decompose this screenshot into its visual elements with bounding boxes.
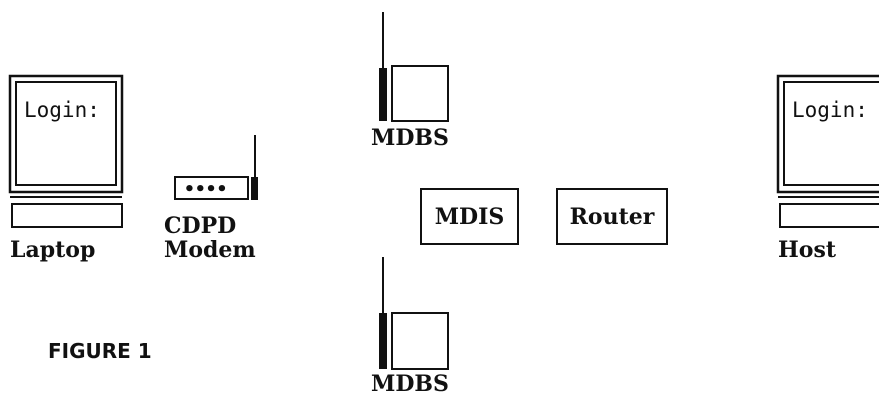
host-monitor [776,74,879,194]
router-node: Router [556,188,668,245]
mdis-label: MDIS [435,204,505,230]
host-screen [783,81,879,186]
modem-box [174,176,249,200]
mdbs-bottom-label: MDBS [371,371,449,395]
laptop-keyboard [11,203,123,228]
laptop-node: Login: Laptop [8,74,124,263]
laptop-screen [15,81,117,186]
host-node: Login: Host [776,74,879,263]
modem-dots: •••• [184,179,227,200]
figure-caption: FIGURE 1 [48,339,152,363]
modem-antenna-base [251,177,258,200]
mdis-box [420,188,519,245]
modem-label-line2: Modem [164,237,256,263]
mdbs-top-box [391,65,449,122]
host-keyboard [779,203,879,228]
host-screen-text: Login: [792,98,868,122]
modem-label-line1: CDPD [164,213,236,239]
mdbs-top-node: MDBS [371,12,449,151]
host-label: Host [778,237,837,263]
router-label: Router [570,204,655,230]
mdis-node: MDIS [420,188,519,245]
mdbs-bottom-box [391,312,449,370]
modem-node: •••• CDPD Modem [164,135,258,263]
laptop-monitor [8,74,124,194]
mdbs-bottom-antenna-base [379,313,387,369]
mdbs-top-antenna-base [379,68,387,121]
router-box [556,188,668,245]
mdbs-top-label: MDBS [371,125,449,151]
laptop-screen-text: Login: [24,98,100,122]
laptop-label: Laptop [10,237,95,263]
mdbs-bottom-node: MDBS [371,257,449,395]
